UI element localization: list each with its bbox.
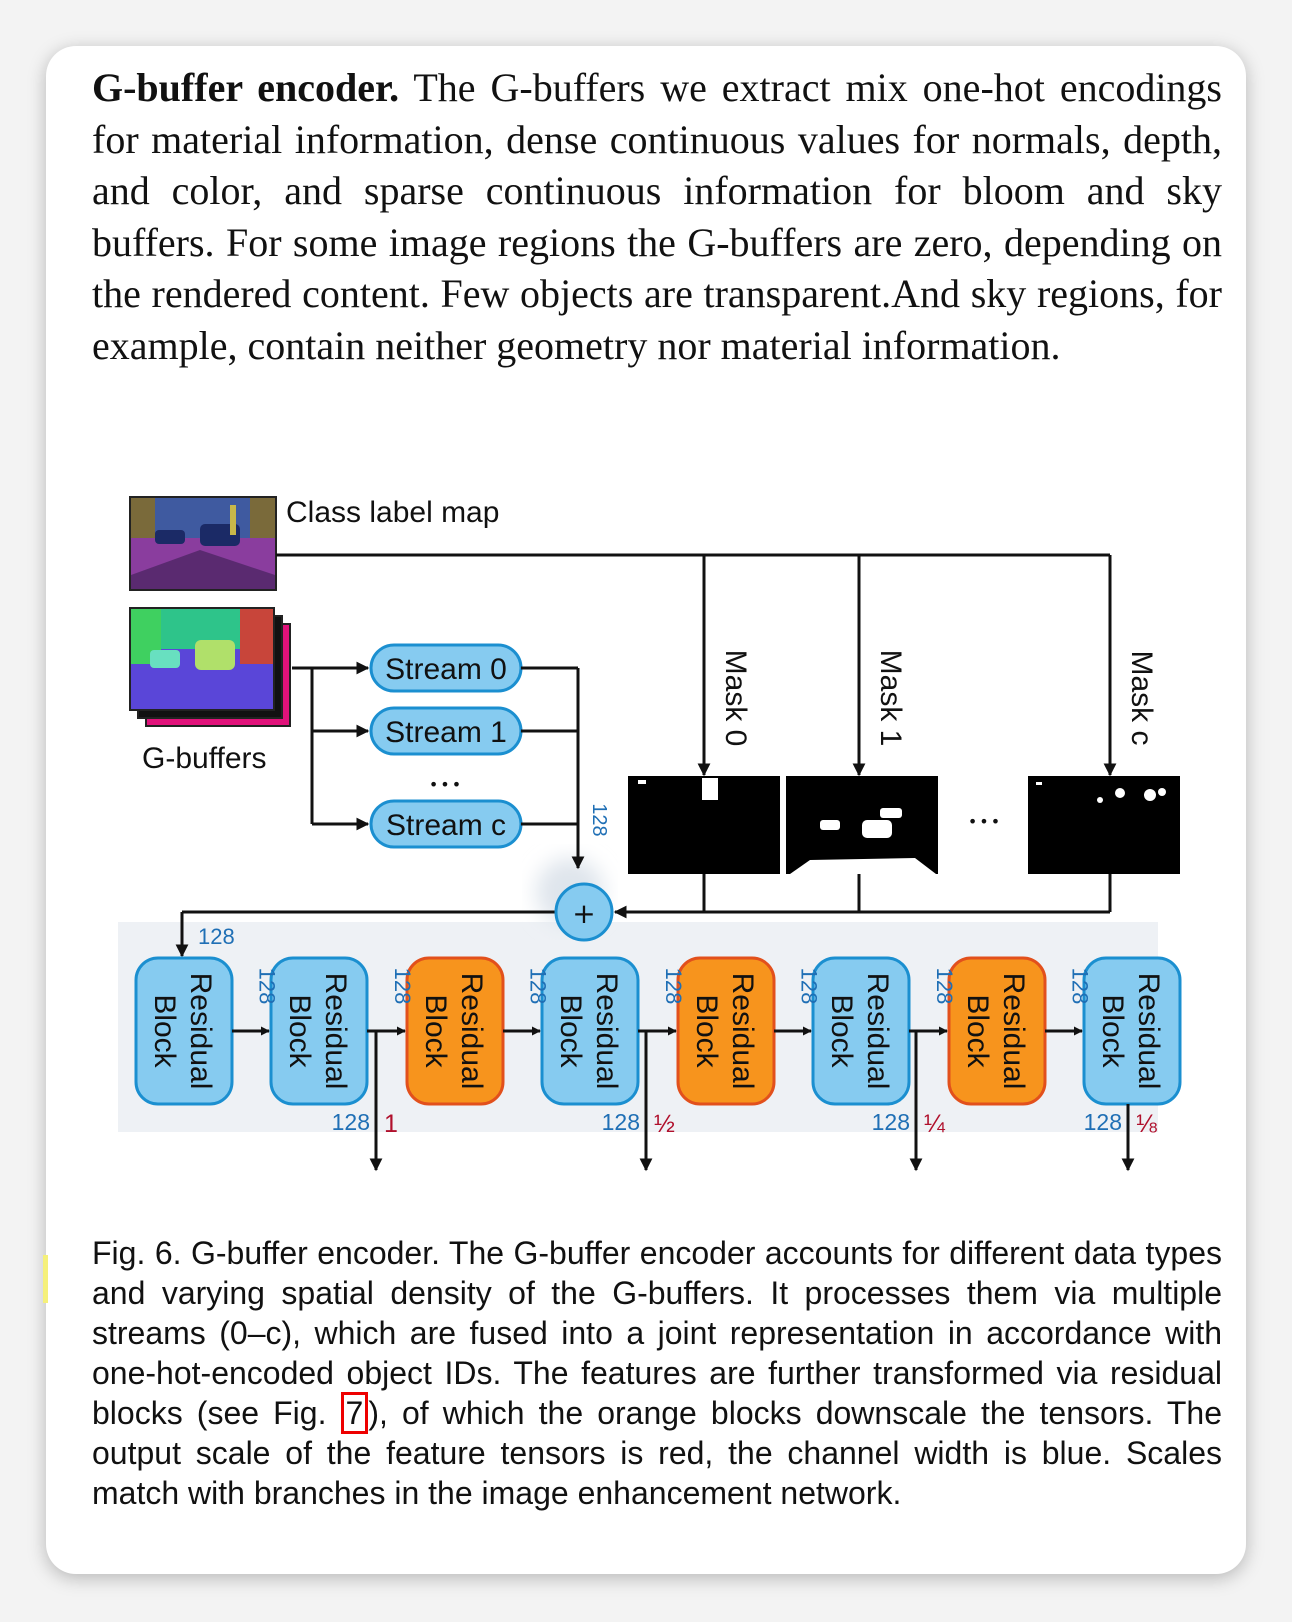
- residual-block-label-line1: Residual: [455, 973, 488, 1090]
- residual-block-label-line1: Residual: [1132, 973, 1165, 1090]
- output-scale-label: ¼: [924, 1110, 946, 1138]
- residual-block-label-line2: Block: [419, 994, 452, 1068]
- residual-block-label-line2: Block: [554, 994, 587, 1068]
- output-scale-label: 1: [384, 1110, 398, 1138]
- stream-1: Stream 1: [369, 706, 523, 756]
- stream-width-label: 128: [588, 803, 610, 836]
- figure-caption: Fig. 6. G-buffer encoder. The G-buffer e…: [92, 1233, 1222, 1513]
- figure-7-reference-link[interactable]: 7: [340, 1392, 369, 1434]
- channel-width-label: 128: [1068, 968, 1093, 1005]
- channel-width-label: 128: [932, 968, 957, 1005]
- paragraph-heading: G-buffer encoder.: [92, 65, 400, 110]
- caption-text-end: ), of which the orange blocks downscale …: [92, 1395, 1223, 1511]
- residual-block-label-line1: Residual: [184, 973, 217, 1090]
- fused-width-label: 128: [198, 924, 235, 949]
- channel-width-label: 128: [661, 968, 686, 1005]
- class-label-map-image: [129, 496, 277, 591]
- stream-0-label: Stream 0: [385, 653, 507, 686]
- body-paragraph: G-buffer encoder. The G-buffers we extra…: [92, 62, 1222, 371]
- mask-ellipsis: •••: [968, 812, 1002, 831]
- channel-width-label: 128: [526, 968, 551, 1005]
- mask-1-label: Mask 1: [874, 650, 907, 747]
- mask-0-label: Mask 0: [719, 650, 752, 747]
- residual-block-label-line2: Block: [283, 994, 316, 1068]
- output-width-label: 128: [872, 1109, 910, 1135]
- residual-block-label-line1: Residual: [726, 973, 759, 1090]
- mask-c-image: [1028, 776, 1180, 874]
- plus-sign: +: [572, 897, 595, 930]
- channel-width-label: 128: [255, 968, 280, 1005]
- residual-block-label-line2: Block: [825, 994, 858, 1068]
- output-width-label: 128: [1084, 1109, 1122, 1135]
- residual-block-label-line1: Residual: [997, 973, 1030, 1090]
- stream-c: Stream c: [369, 799, 523, 849]
- output-scale-label: ½: [654, 1110, 675, 1138]
- output-scale-label: ⅛: [1136, 1110, 1157, 1138]
- mask-to-plus-lines: [175, 874, 1112, 958]
- residual-block-label-line2: Block: [148, 994, 181, 1068]
- mask-0-image: [628, 776, 780, 874]
- gbuffer-stack-image: [129, 607, 291, 727]
- highlight-mark: [43, 1255, 48, 1303]
- stream-ellipsis: •••: [429, 775, 463, 794]
- channel-width-label: 128: [797, 968, 822, 1005]
- stream-output-lines: [521, 666, 585, 870]
- stream-input-arrows: [292, 661, 370, 831]
- output-width-label: 128: [602, 1109, 640, 1135]
- mask-c-label: Mask c: [1125, 650, 1158, 745]
- residual-block-label-line2: Block: [961, 994, 994, 1068]
- residual-block-label-line1: Residual: [319, 973, 352, 1090]
- output-width-label: 128: [332, 1109, 370, 1135]
- mask-lines: [276, 553, 1117, 777]
- caption-text-start: Fig. 6. G-buffer encoder. The G-buffer e…: [92, 1235, 1222, 1431]
- fusion-plus-node: +: [554, 882, 614, 942]
- residual-block-label-line2: Block: [1096, 994, 1129, 1068]
- class-label-map-label: Class label map: [286, 496, 499, 529]
- residual-block-label-line1: Residual: [590, 973, 623, 1090]
- stream-c-label: Stream c: [386, 809, 506, 842]
- residual-block-label-line1: Residual: [861, 973, 894, 1090]
- gbuffers-label: G-buffers: [142, 742, 267, 775]
- stream-1-label: Stream 1: [385, 716, 507, 749]
- stream-0: Stream 0: [369, 643, 523, 693]
- residual-block-label-line2: Block: [690, 994, 723, 1068]
- paragraph-text: The G-buffers we extract mix one-hot enc…: [92, 65, 1222, 368]
- channel-width-label: 128: [390, 968, 415, 1005]
- mask-1-image: [786, 776, 938, 874]
